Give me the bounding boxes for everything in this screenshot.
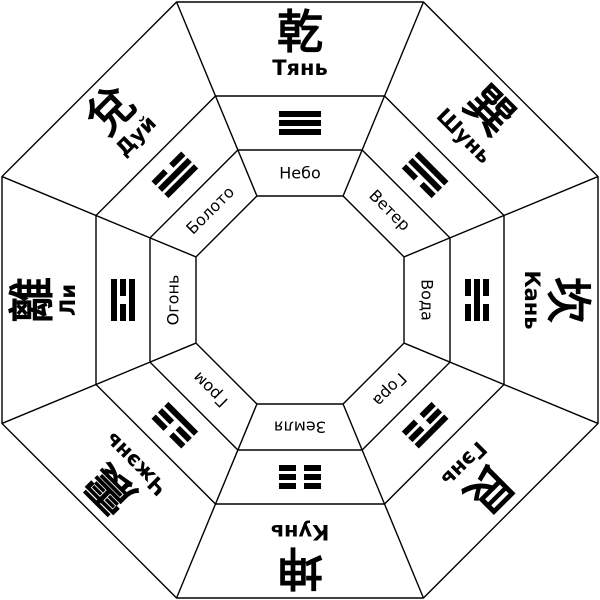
divider-line <box>175 1 258 197</box>
divider-line <box>342 1 425 197</box>
solid-line <box>408 157 443 192</box>
divider-line <box>1 342 197 425</box>
hanzi-kun: 坤 <box>277 541 323 595</box>
solid-line <box>414 414 449 449</box>
pinyin-kan: Кань <box>520 270 544 329</box>
broken-line <box>120 279 126 296</box>
solid-line <box>279 120 321 126</box>
broken-line <box>304 474 321 480</box>
broken-line <box>157 408 175 425</box>
gen-trigram <box>401 401 449 449</box>
divider-line <box>403 175 599 258</box>
broken-line <box>465 279 471 296</box>
element-kun: Земля <box>274 418 326 437</box>
broken-line <box>425 408 443 425</box>
qian-trigram <box>279 111 321 135</box>
solid-line <box>279 129 321 135</box>
solid-line <box>111 279 117 321</box>
broken-line <box>401 164 419 181</box>
dui-trigram <box>151 151 199 199</box>
pinyin-kun: Кунь <box>271 520 330 544</box>
hanzi-li: 離 <box>5 277 59 323</box>
broken-line <box>120 304 126 321</box>
solid-line <box>474 279 480 321</box>
li-trigram <box>111 279 135 321</box>
broken-line <box>279 483 296 489</box>
broken-line <box>151 414 168 431</box>
broken-line <box>408 425 425 443</box>
broken-line <box>169 432 186 449</box>
broken-line <box>304 483 321 489</box>
broken-line <box>401 419 419 436</box>
broken-line <box>279 474 296 480</box>
broken-line <box>483 304 489 321</box>
solid-line <box>279 111 321 117</box>
hanzi-qian: 乾 <box>277 5 323 59</box>
hanzi-kan: 坎 <box>541 277 595 323</box>
zhen-trigram <box>151 401 199 449</box>
solid-line <box>164 401 199 436</box>
broken-line <box>169 151 186 168</box>
sector-li: 離Ли Огонь <box>5 275 183 326</box>
element-qian: Небо <box>279 164 321 183</box>
solid-line <box>164 164 199 199</box>
broken-line <box>483 279 489 296</box>
solid-line <box>414 151 449 186</box>
solid-line <box>157 157 192 192</box>
divider-line <box>175 403 258 599</box>
divider-line <box>342 403 425 599</box>
solid-line <box>129 279 135 321</box>
pinyin-li: Ли <box>56 284 80 316</box>
pinyin-qian: Тянь <box>272 56 328 80</box>
divider-line <box>403 342 599 425</box>
broken-line <box>419 401 436 419</box>
xun-trigram <box>401 151 449 199</box>
broken-line <box>175 425 192 443</box>
element-kan: Вода <box>418 279 437 321</box>
broken-line <box>304 465 321 471</box>
broken-line <box>279 465 296 471</box>
element-li: Огонь <box>164 275 183 326</box>
divider-line <box>1 175 197 258</box>
broken-line <box>151 169 168 186</box>
broken-line <box>465 304 471 321</box>
kan-trigram <box>465 279 489 321</box>
broken-line <box>419 181 436 199</box>
kun-trigram <box>279 465 321 489</box>
ring-4 <box>195 195 405 405</box>
